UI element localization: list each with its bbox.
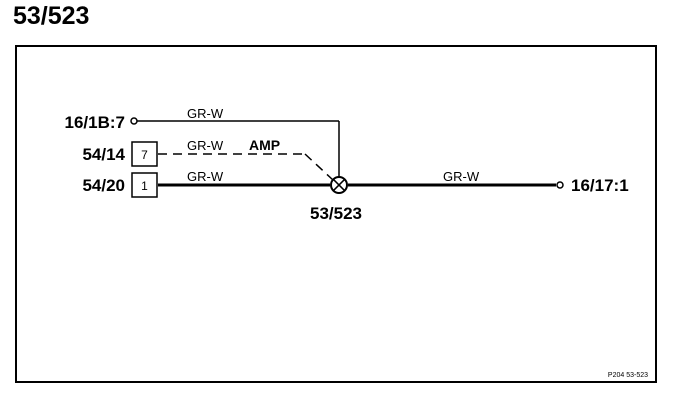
pin-number-7: 7 [141,148,148,162]
terminal-16-17-1 [556,181,564,189]
connector-pin-box-7 [131,141,158,167]
splice-icon [330,176,348,194]
figure-reference: P204 53-523 [608,372,648,379]
wire-dashed-diagonal [304,153,334,181]
connector-label-54-20: 54/20 [82,176,125,195]
connector-label-16-1b-7: 16/1B:7 [65,113,125,132]
pin-number-1: 1 [141,179,148,193]
terminal-16-1b-7 [130,117,138,125]
amp-label: AMP [249,137,280,153]
wire-color-label-dashed: GR-W [187,138,224,153]
connector-label-16-17-1: 16/17:1 [571,176,629,195]
wire-color-label-top: GR-W [187,106,224,121]
splice-label: 53/523 [310,204,362,223]
connector-label-54-14: 54/14 [82,145,125,164]
connector-pin-box-1 [131,172,158,198]
page-title: 53/523 [13,2,90,30]
wire-color-label-main-left: GR-W [187,169,224,184]
wire-color-label-main-right: GR-W [443,169,480,184]
diagram-frame [15,45,657,383]
